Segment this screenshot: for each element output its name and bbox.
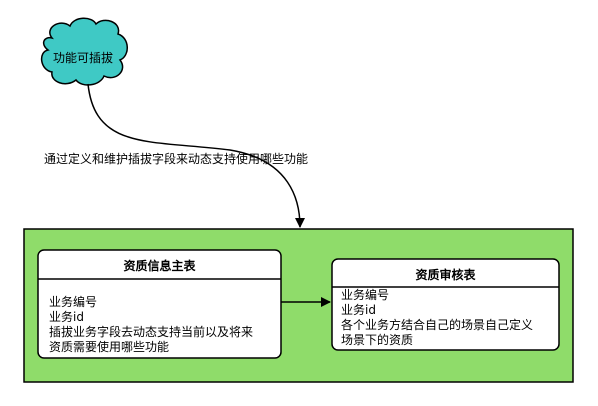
connector-cloud-to-container xyxy=(87,83,305,228)
audit-table-fields: 业务编号 业务id 各个业务方结合自己的场景自己定义 场景下的资质 xyxy=(341,288,533,348)
edge-label: 通过定义和维护插拔字段来动态支持使用哪些功能 xyxy=(44,152,309,166)
main-table-title: 资质信息主表 xyxy=(123,259,196,273)
main-table-box[interactable] xyxy=(37,249,282,359)
audit-table-field: 业务编号 xyxy=(341,288,390,302)
cloud-shape[interactable] xyxy=(40,17,128,86)
main-table-field: 资质需要使用哪些功能 xyxy=(49,340,170,354)
main-table-fields: 业务编号 业务id 插拔业务字段去动态支持当前以及将来 资质需要使用哪些功能 xyxy=(49,295,253,355)
cloud-label: 功能可插拔 xyxy=(52,51,113,65)
main-table-field: 业务id xyxy=(49,310,84,324)
audit-table-title: 资质审核表 xyxy=(415,268,476,282)
audit-table-box[interactable] xyxy=(331,258,560,351)
audit-table-field: 各个业务方结合自己的场景自己定义 xyxy=(341,318,534,332)
audit-table-field: 场景下的资质 xyxy=(341,333,414,347)
audit-table-field: 业务id xyxy=(341,303,376,317)
main-table-field: 插拔业务字段去动态支持当前以及将来 xyxy=(49,325,254,339)
main-table-field: 业务编号 xyxy=(49,295,98,309)
